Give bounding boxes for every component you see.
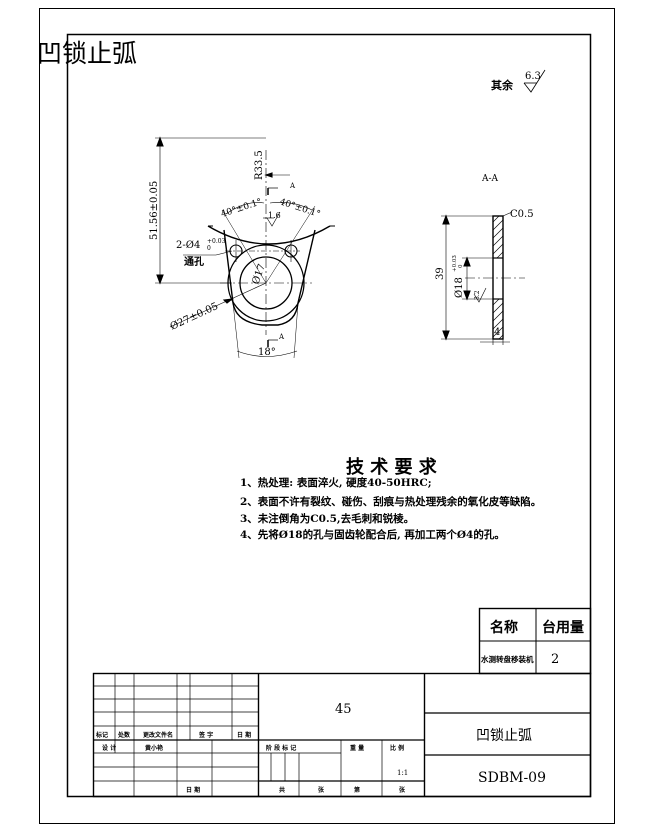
dim-roughness-section: 3.2 [474,290,481,300]
dim-holes-tol2: 0 [207,245,211,252]
dim-bore-tol2: 0 [458,264,464,268]
total-label: 共 [279,786,285,794]
sheet-label: 张 [318,786,325,794]
row-label-date: 日 期 [237,731,251,739]
roughness-value: 6.3 [525,71,541,82]
roughness-symbol: 其余 6.3 [491,69,546,93]
dim-angle-left: 40°±0.1° [220,197,263,220]
dim-holes-note: 通孔 [184,255,204,268]
section-outline [492,215,504,340]
parts-col-name: 名称 [490,619,518,636]
designer-name: 黄小艳 [145,744,163,752]
dim-angle-right: 40°±0.1° [278,197,321,220]
dim-bore-section: Ø18 [454,277,465,298]
inner-frame [66,33,592,798]
dim-height-section: 39 [435,267,446,280]
title-block-labels: 45 凹锁止弧 SDBM-09 1:1 标记 处数 更改文件名 签 字 日 期 … [95,702,546,794]
row-label-count: 处数 [117,731,131,739]
dim-chamfer: C0.5 [510,209,534,220]
dim-width: 18° [258,347,276,358]
section-view-labels: C0.5 39 Ø18 +0.03 0 3.2 4 [435,209,534,338]
nth-label: 第 [353,786,360,794]
hatch-bottom [492,298,504,340]
tech-item-4: 4、先将Ø18的孔与固齿轮配合后, 再加工两个Ø4的孔。 [240,528,505,541]
section-mark-top: A [289,182,296,190]
material: 45 [335,702,352,717]
tech-item-2: 2、表面不许有裂纹、碰伤、刮痕与热处理残余的氧化皮等缺陷。 [240,495,541,508]
drawing-title: 凹锁止弧 [37,39,137,68]
parts-row-name: 水测转盘移装机 [481,654,534,664]
hatch-top [492,215,504,259]
part-outline [223,229,316,326]
dim-holes: 2-Ø4 [176,240,200,251]
section-mark-bottom: A [278,333,285,341]
row-label-sign: 签 字 [198,731,213,739]
dim-bore-tol: +0.03 [452,255,458,272]
dim-inner-bore: Ø17 [250,263,267,286]
outer-border [39,8,615,824]
part-number: SDBM-09 [478,770,546,786]
tech-requirements: 技 术 要 求 1、热处理: 表面淬火, 硬度40-50HRC; 2、表面不许有… [240,456,541,541]
parts-row-qty: 2 [551,652,559,667]
dim-radius: R33.5 [254,150,265,180]
dim-outer-diameter: Ø27±0.05 [169,301,220,333]
front-view [155,136,335,359]
date-label: 日 期 [186,786,200,794]
sheet-label-2: 张 [399,786,406,794]
part-name: 凹锁止弧 [476,728,532,744]
dim-roughness-front: 1.6 [268,211,281,220]
weight-label: 重 量 [350,744,364,752]
row-label-file: 更改文件名 [143,731,173,739]
section-view [441,211,525,345]
section-label: A-A [481,174,499,184]
scale-value: 1:1 [397,769,408,777]
dim-thickness: 4 [494,327,500,338]
design-label: 设 计 [102,744,116,752]
row-label-mark: 标记 [95,731,108,739]
dim-holes-tol: +0.03 [207,238,226,245]
dim-height-front: 51.56±0.05 [149,181,160,240]
tech-title: 技 术 要 求 [346,456,438,478]
parts-col-qty: 台用量 [542,619,584,636]
roughness-label: 其余 [491,78,514,92]
tech-item-1: 1、热处理: 表面淬火, 硬度40-50HRC; [240,476,432,489]
stage-label: 阶 段 标 记 [266,744,296,752]
concave-arc [207,225,331,245]
scale-label: 比 例 [390,744,404,752]
tech-item-3: 3、未注倒角为C0.5,去毛刺和锐棱。 [240,512,414,525]
title-block [92,672,592,798]
